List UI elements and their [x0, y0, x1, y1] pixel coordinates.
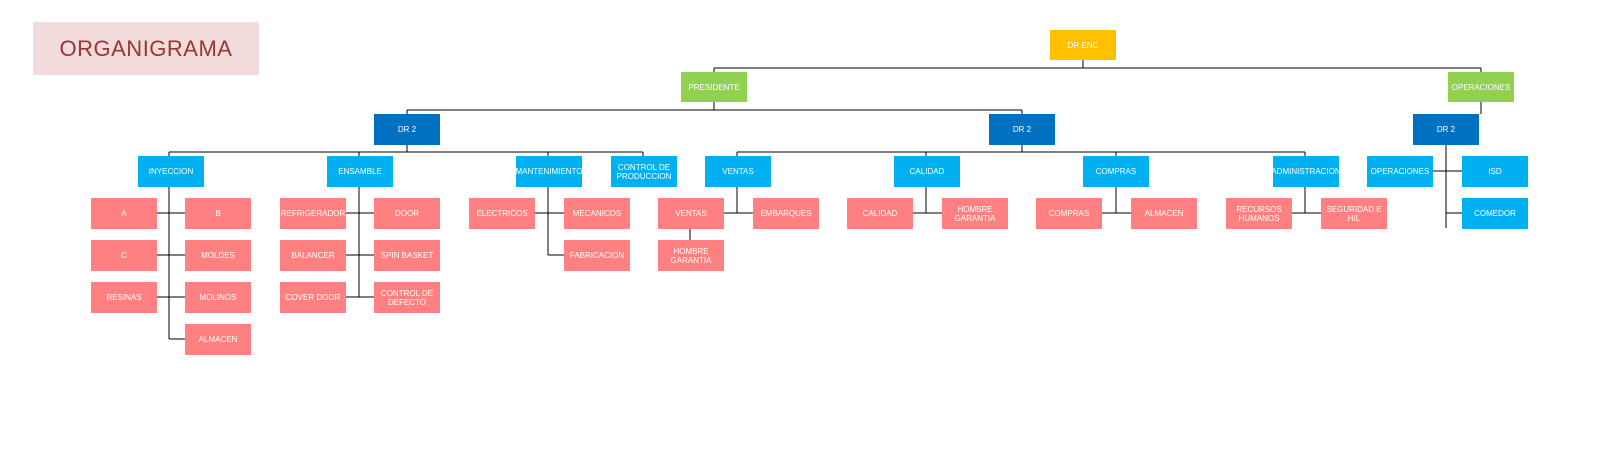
org-node-almacen-compras: ALMACEN: [1131, 198, 1197, 229]
org-node-hombre-garantia-calidad: HOMBRE GARANTIA: [942, 198, 1008, 229]
org-node-calidad-sub: CALIDAD: [847, 198, 913, 229]
org-node-presidente: PRESIDENTE: [681, 72, 747, 102]
connector: [912, 187, 942, 214]
org-node-operaciones-sub: OPERACIONES: [1367, 156, 1433, 187]
org-node-embarques: EMBARQUES: [753, 198, 819, 229]
org-node-ventas-sub: VENTAS: [658, 198, 724, 229]
connector: [1430, 145, 1462, 228]
org-node-dr2-left: DR 2: [374, 114, 440, 145]
connector: [736, 145, 1306, 156]
org-node-electricos: ELECTRICOS: [469, 198, 535, 229]
org-node-dr2-right: DR 2: [1413, 114, 1479, 145]
org-node-inyeccion: INYECCION: [138, 156, 204, 187]
org-node-molinos: MOLINOS: [185, 282, 251, 313]
org-node-cover-door: COVER DOOR: [280, 282, 346, 313]
org-node-a: A: [91, 198, 157, 229]
org-node-calidad: CALIDAD: [894, 156, 960, 187]
org-node-fabricacion: FABRICACION: [564, 240, 630, 271]
connector: [345, 187, 375, 298]
org-node-almacen-inyeccion: ALMACEN: [185, 324, 251, 355]
org-node-spin-basket: SPIN BASKET: [374, 240, 440, 271]
connector: [1101, 187, 1131, 214]
org-node-compras: COMPRAS: [1083, 156, 1149, 187]
connector: [713, 60, 1482, 72]
org-node-compras-sub: COMPRAS: [1036, 198, 1102, 229]
org-node-comedor: COMEDOR: [1462, 198, 1528, 229]
org-node-door: DOOR: [374, 198, 440, 229]
org-node-resinas: RESINAS: [91, 282, 157, 313]
connector: [1291, 187, 1321, 214]
org-node-refrigerador: REFRIGERADOR: [280, 198, 346, 229]
org-node-administracion: ADMINISTRACION: [1271, 156, 1341, 187]
connector: [406, 102, 1023, 114]
org-node-ensamble: ENSAMBLE: [327, 156, 393, 187]
connector: [168, 145, 644, 156]
org-node-mantenimiento: MANTENIMIENTO: [516, 156, 582, 187]
org-node-b: B: [185, 198, 251, 229]
org-node-hombre-garantia-ventas: HOMBRE GARANTIA: [658, 240, 724, 271]
title-box: ORGANIGRAMA: [33, 22, 259, 75]
page-title: ORGANIGRAMA: [59, 35, 233, 61]
org-node-dr-enc: DR ENC: [1050, 30, 1116, 60]
connector: [534, 187, 564, 256]
org-node-control-produccion: CONTROL DE PRODUCCION: [611, 156, 677, 187]
connector: [689, 187, 753, 240]
org-node-moldes: MOLDES: [185, 240, 251, 271]
org-node-mecanicos: MECANICOS: [564, 198, 630, 229]
org-node-dr2-mid: DR 2: [989, 114, 1055, 145]
connector: [155, 187, 185, 340]
org-node-seguridad: SEGURIDAD E H/L: [1321, 198, 1387, 229]
org-node-operaciones: OPERACIONES: [1448, 72, 1514, 102]
org-node-c: C: [91, 240, 157, 271]
org-node-recursos-humanos: RECURSOS HUMANOS: [1226, 198, 1292, 229]
org-node-balancer: BALANCER: [280, 240, 346, 271]
org-node-control-defecto: CONTROL DE DEFECTO: [374, 282, 440, 313]
org-node-ventas: VENTAS: [705, 156, 771, 187]
org-node-isd: ISD: [1462, 156, 1528, 187]
